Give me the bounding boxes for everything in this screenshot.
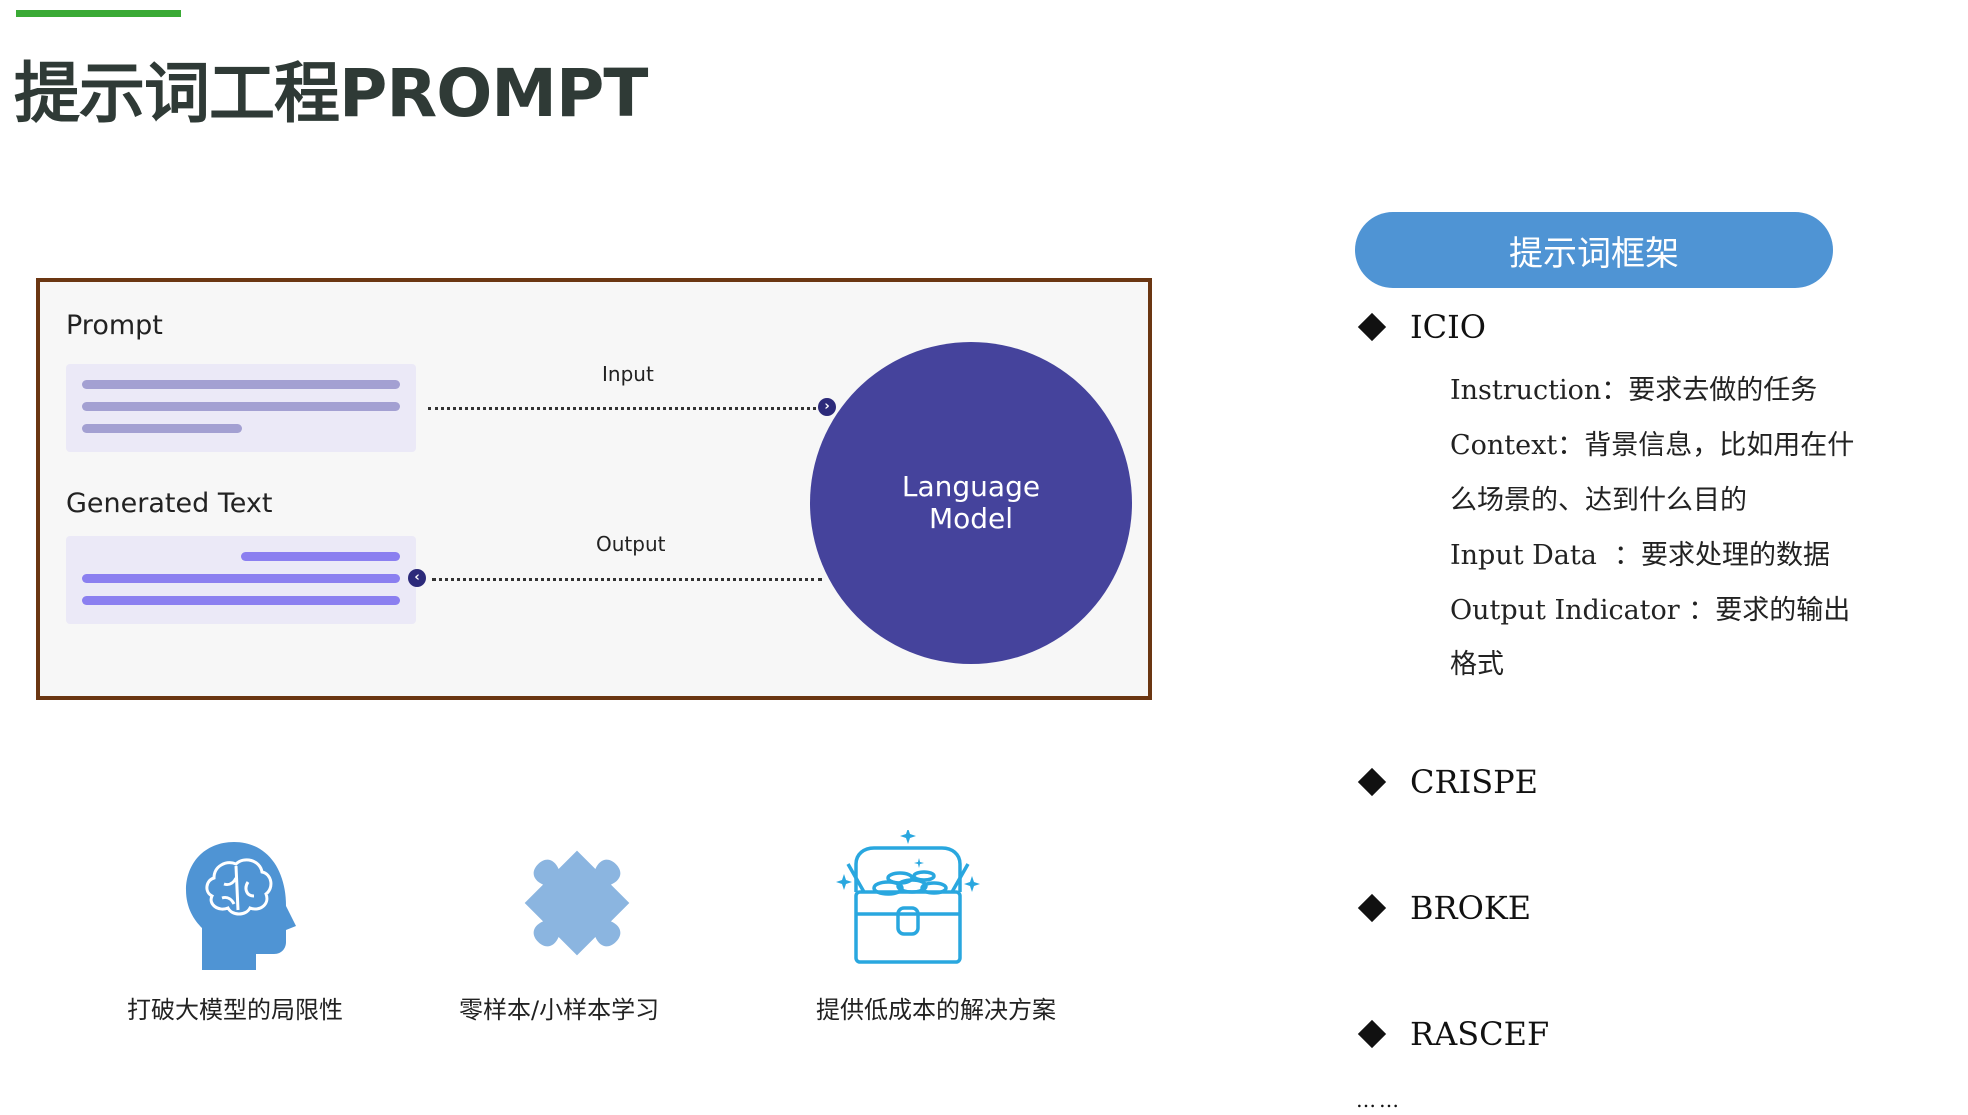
generated-text-label: Generated Text	[66, 488, 273, 519]
language-model-circle: Language Model	[810, 342, 1132, 664]
icio-detail: 么场景的、达到什么目的	[1450, 485, 1747, 516]
icio-detail: Input Data ：要求处理的数据	[1450, 540, 1831, 571]
brain-head-icon	[186, 842, 296, 970]
prompt-label: Prompt	[66, 310, 163, 341]
icio-detail: Context：背景信息，比如用在什	[1450, 430, 1855, 461]
diamond-bullet-icon	[1357, 1019, 1387, 1049]
framework-item-rascef: RASCEF	[1356, 1015, 1549, 1053]
generated-line	[82, 574, 400, 583]
puzzle-piece-icon	[524, 850, 630, 956]
prompt-diagram: Prompt Input › Generated Text Output ‹ L…	[36, 278, 1152, 700]
framework-item-icio: ICIO	[1356, 308, 1486, 346]
icio-detail: Output Indicator ：要求的输出	[1450, 595, 1851, 626]
framework-item-label: RASCEF	[1410, 1015, 1550, 1053]
feature-puzzle	[510, 836, 645, 971]
input-arrow-icon: ›	[818, 398, 836, 416]
framework-item-broke: BROKE	[1356, 889, 1531, 927]
treasure-chest-icon	[836, 828, 980, 964]
generated-line	[241, 552, 400, 561]
language-model-label: Language Model	[901, 470, 1041, 535]
diamond-bullet-icon	[1357, 893, 1387, 923]
more-ellipsis: ……	[1356, 1088, 1402, 1112]
feature-brain	[184, 838, 300, 974]
framework-item-crispe: CRISPE	[1356, 763, 1538, 801]
generated-line	[82, 596, 400, 605]
input-dotted-line	[428, 407, 823, 410]
framework-item-label: ICIO	[1410, 308, 1486, 346]
input-label: Input	[602, 362, 654, 386]
feature-caption: 零样本/小样本学习	[459, 996, 660, 1024]
feature-caption: 提供低成本的解决方案	[816, 996, 1056, 1024]
prompt-text-box	[66, 364, 416, 452]
generated-text-box	[66, 536, 416, 624]
feature-chest	[834, 828, 984, 970]
framework-pill: 提示词框架	[1355, 212, 1833, 288]
framework-item-label: CRISPE	[1410, 763, 1539, 801]
title-accent-bar	[16, 10, 181, 17]
page-title: 提示词工程PROMPT	[14, 55, 648, 132]
icio-detail: 格式	[1450, 649, 1504, 680]
diamond-bullet-icon	[1357, 767, 1387, 797]
framework-item-label: BROKE	[1410, 889, 1532, 927]
prompt-line	[82, 424, 242, 433]
diamond-bullet-icon	[1357, 312, 1387, 342]
prompt-line	[82, 380, 400, 389]
output-dotted-line	[432, 578, 822, 581]
feature-caption: 打破大模型的局限性	[127, 996, 343, 1024]
prompt-line	[82, 402, 400, 411]
icio-detail: Instruction：要求去做的任务	[1450, 375, 1818, 406]
output-arrow-icon: ‹	[408, 569, 426, 587]
output-label: Output	[596, 532, 666, 556]
